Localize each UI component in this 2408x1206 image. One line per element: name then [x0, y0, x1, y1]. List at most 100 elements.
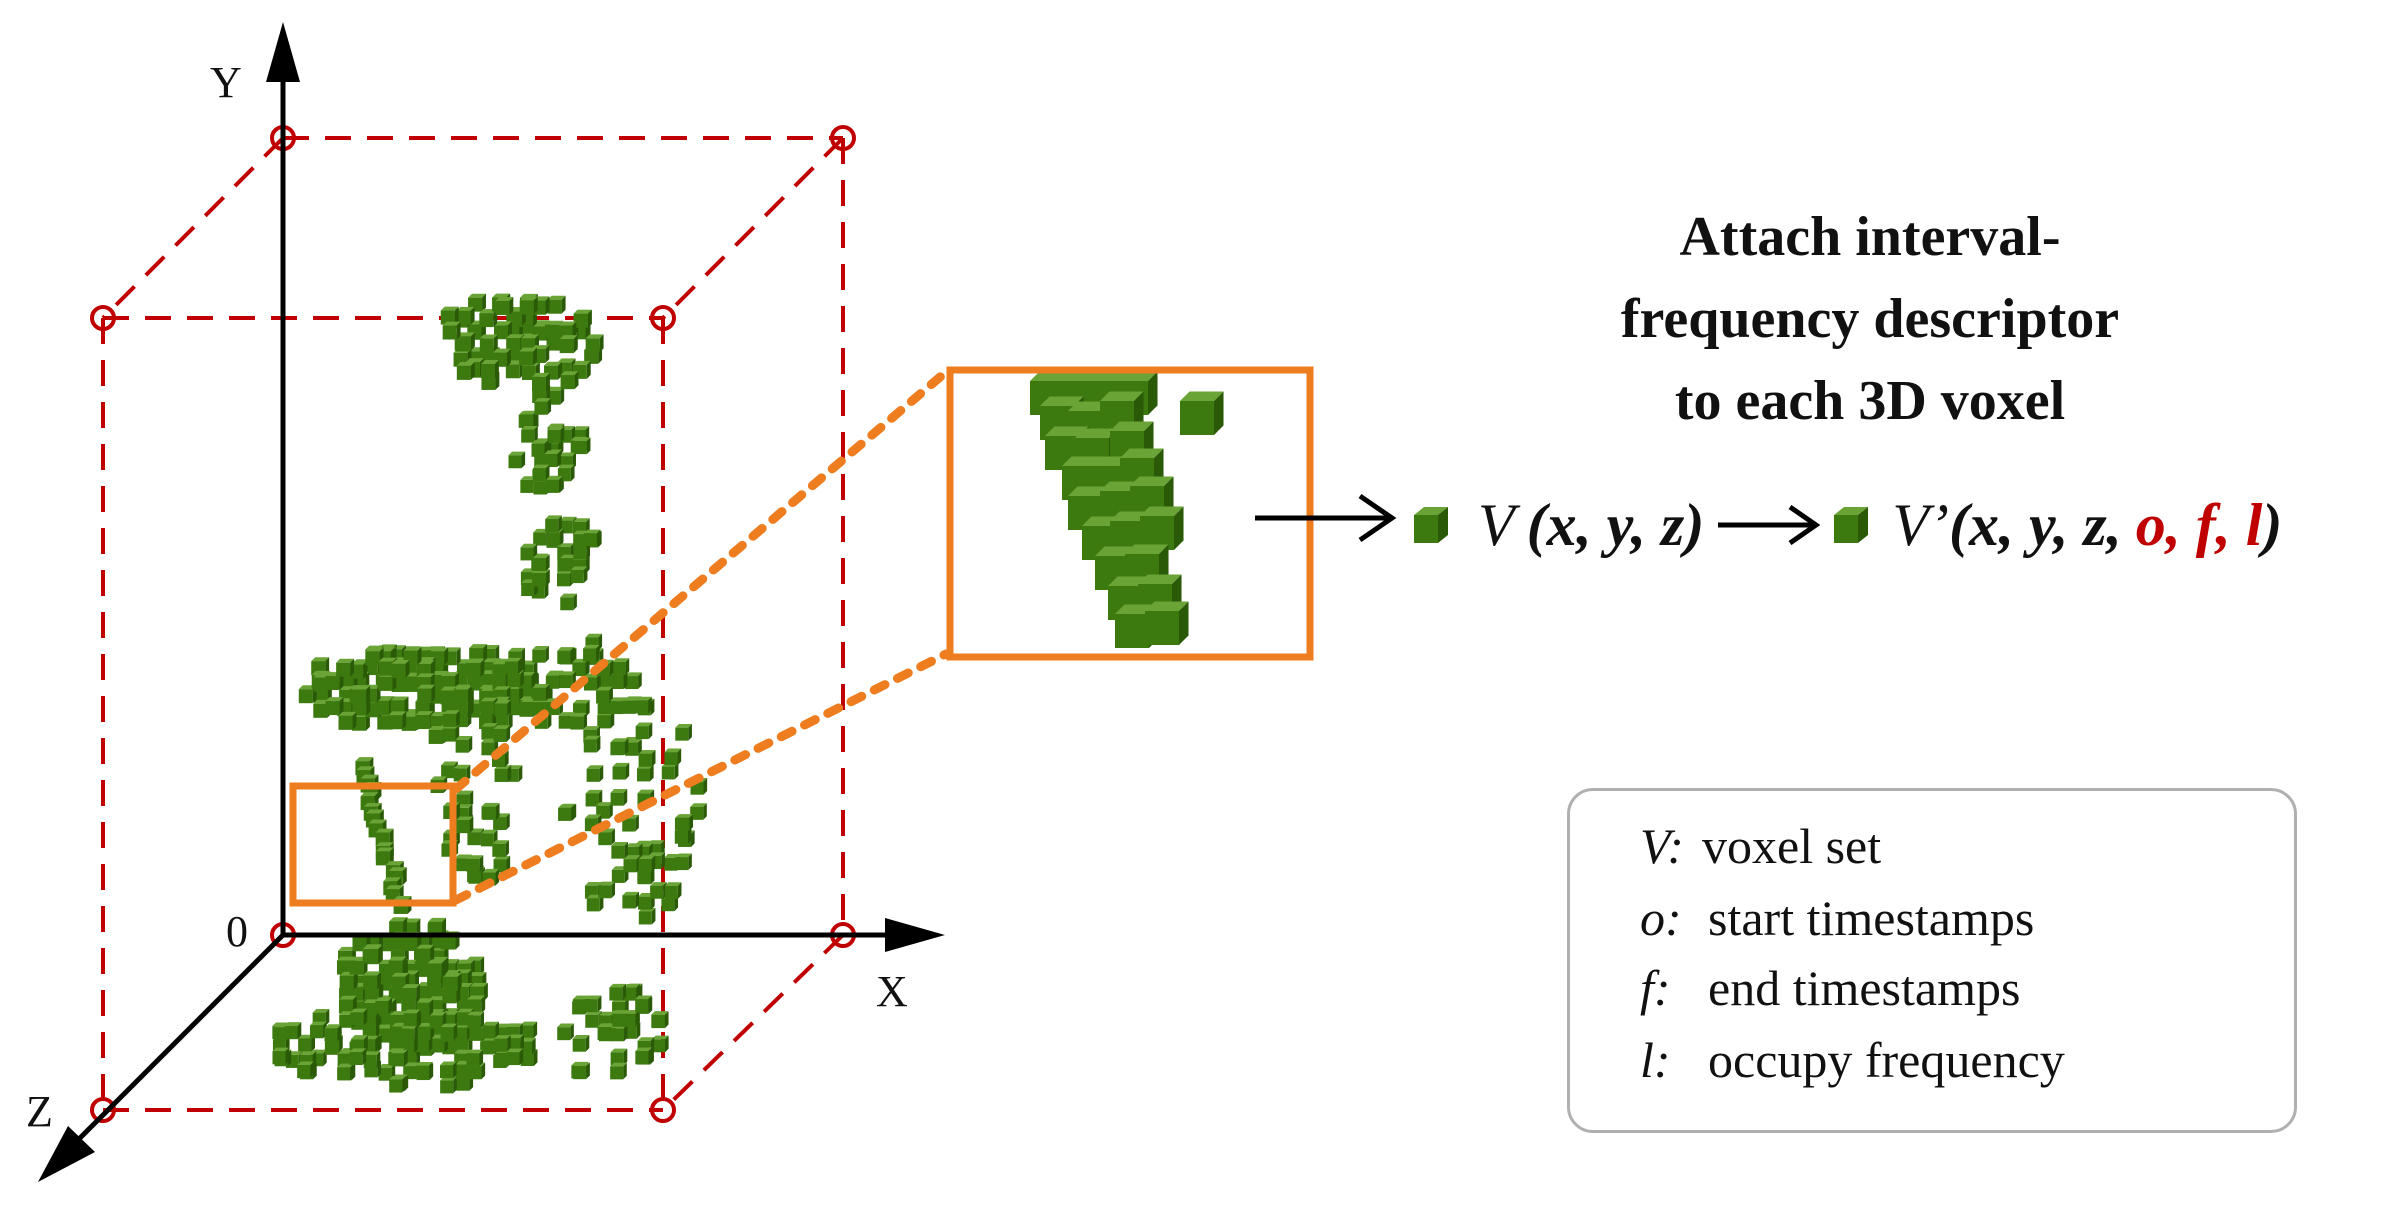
- voxel-cube: [388, 997, 392, 1014]
- voxel-cube: [325, 676, 340, 691]
- voxel-cube: [492, 840, 509, 844]
- voxel-cube: [456, 365, 471, 380]
- voxel-cube: [596, 802, 613, 806]
- voxel-cube: [557, 650, 571, 664]
- voxel-cube: [440, 1080, 454, 1094]
- voxel-cube: [310, 1025, 324, 1039]
- voxel-cube: [648, 696, 652, 714]
- voxel-cube: [559, 339, 574, 354]
- voxel-cube: [456, 332, 475, 337]
- voxel-cube: [520, 1034, 524, 1052]
- voxel-cube: [572, 1038, 586, 1052]
- voxel-cube: [624, 738, 629, 755]
- voxel-cube: [442, 321, 461, 326]
- voxel-cube: [570, 712, 588, 717]
- voxel-cube: [402, 1075, 406, 1093]
- voxel-cube: [585, 633, 603, 638]
- voxel-cube: [481, 1062, 486, 1080]
- voxel-cube: [443, 713, 457, 727]
- voxel-cube: [365, 651, 380, 666]
- voxel-cube: [637, 789, 655, 794]
- voxel-cube: [481, 723, 499, 727]
- voxel-cube: [623, 984, 640, 988]
- voxel-cube: [609, 802, 613, 819]
- voxel-cube: [533, 1049, 538, 1067]
- voxel-cube: [456, 361, 475, 366]
- voxel-cube: [557, 573, 571, 587]
- voxel-cube: [520, 1053, 534, 1067]
- voxel-cube: [664, 885, 678, 899]
- voxel-cube: [610, 792, 624, 806]
- voxel-cube: [610, 697, 627, 702]
- voxel-cube: [442, 325, 457, 340]
- voxel-cube: [401, 1028, 415, 1042]
- voxel-cube: [572, 360, 591, 365]
- voxel-cube: [637, 871, 651, 885]
- voxel-cube: [493, 696, 511, 701]
- voxel-cube: [405, 660, 410, 678]
- voxel-cube: [547, 398, 552, 415]
- voxel-cube: [338, 711, 357, 716]
- voxel-cube: [404, 696, 409, 715]
- voxel-cube: [339, 697, 344, 716]
- voxel-cube: [557, 464, 575, 469]
- voxel-cube: [584, 995, 602, 1000]
- voxel-cube: [456, 1077, 470, 1091]
- legend-symbol: V:: [1640, 818, 1684, 874]
- voxel-cube: [324, 1028, 338, 1042]
- voxel-cube: [661, 898, 675, 912]
- voxel-cube: [403, 917, 408, 936]
- voxel-cube: [689, 814, 694, 831]
- voxel-cube: [638, 753, 652, 767]
- voxel-cube: [364, 986, 379, 1001]
- voxel-cube: [623, 987, 637, 1001]
- voxel-cube: [677, 748, 682, 766]
- voxel-cube: [570, 464, 575, 482]
- voxel-cube: [482, 868, 500, 873]
- voxel-cube: [610, 701, 624, 715]
- corner-marker: [650, 1097, 676, 1123]
- voxel-cube: [414, 1024, 418, 1042]
- voxel-cube: [389, 1075, 406, 1080]
- voxel-cube: [337, 1053, 351, 1067]
- voxel-cube: [572, 699, 590, 704]
- voxel-cube: [350, 1063, 354, 1081]
- voxel-cube: [611, 881, 616, 899]
- voxel-cube: [623, 789, 628, 806]
- voxel-cube: [375, 700, 390, 715]
- voxel-cube: [533, 410, 538, 428]
- voxel-cube: [311, 1034, 315, 1052]
- voxel-cube: [625, 762, 630, 780]
- voxel-cube: [480, 1011, 485, 1029]
- voxel-cube: [338, 715, 353, 730]
- voxel-cube: [492, 348, 511, 353]
- voxel-cube: [609, 686, 613, 704]
- voxel-cube: [609, 983, 626, 988]
- voxel-cube: [456, 1008, 474, 1013]
- voxel-cube: [534, 401, 548, 415]
- voxel-cube: [479, 1049, 484, 1067]
- voxel-cube: [1140, 516, 1174, 550]
- voxel-cube: [506, 334, 525, 339]
- voxel-cube: [427, 974, 442, 989]
- voxel-cube: [456, 1012, 470, 1026]
- voxel-cube: [508, 700, 523, 715]
- voxel-cube: [506, 813, 510, 831]
- voxel-cube: [494, 699, 511, 704]
- voxel-cube: [610, 1066, 624, 1080]
- voxel-cube: [313, 703, 328, 718]
- voxel-cube: [378, 657, 397, 662]
- voxel-cube: [635, 726, 649, 740]
- highlight-region-box: [289, 782, 457, 907]
- voxel-cube: [547, 430, 561, 444]
- voxel-cube: [1115, 614, 1149, 648]
- voxel-cube: [389, 847, 394, 866]
- bbox-edge: [101, 136, 285, 320]
- voxel-cube: [325, 1008, 330, 1026]
- voxel-cube: [388, 711, 407, 716]
- voxel-cube: [638, 672, 642, 690]
- voxel-cube: [339, 1014, 353, 1028]
- x-axis-arrowhead: [885, 918, 945, 952]
- voxel-cube: [544, 454, 558, 468]
- voxel-cube: [402, 956, 407, 975]
